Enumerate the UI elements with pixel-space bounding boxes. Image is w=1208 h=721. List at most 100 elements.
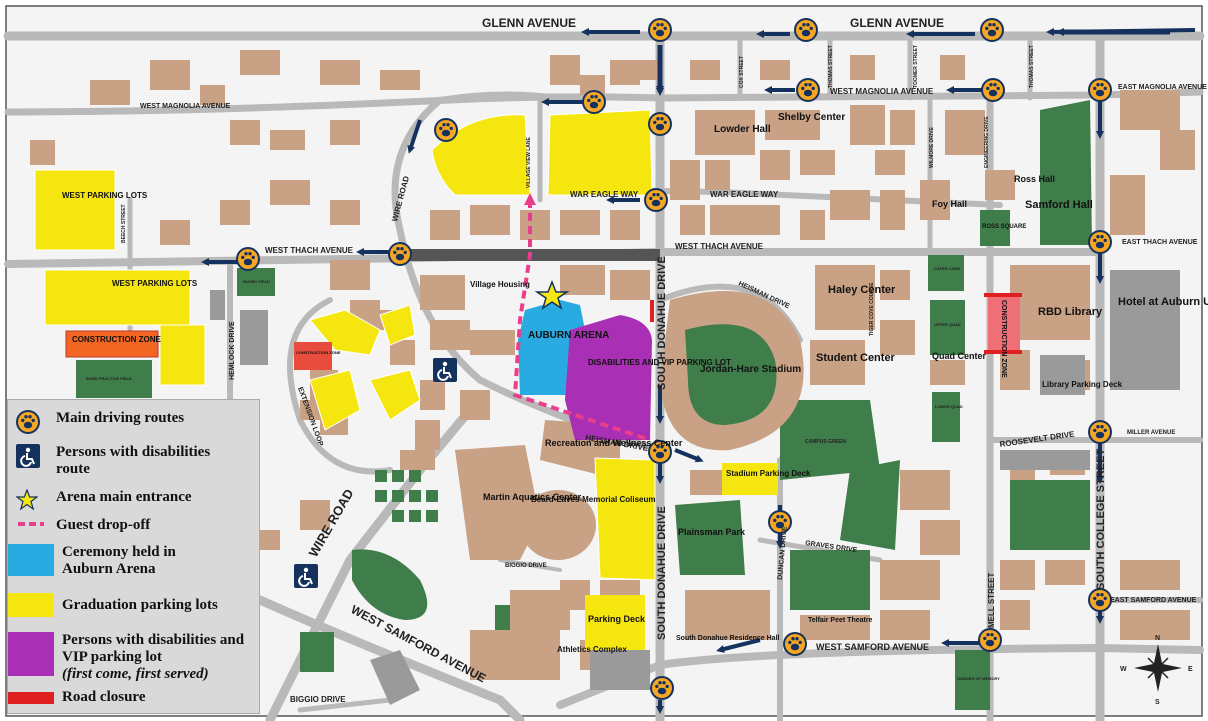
road-closures xyxy=(650,293,1022,354)
label-cox-street: COX STREET xyxy=(739,56,745,88)
label-stadium-parking: Stadium Parking Deck xyxy=(726,469,811,478)
label-garden-memory: GARDEN OF MEMORY xyxy=(957,676,1000,681)
vip-swatch xyxy=(8,632,54,676)
label-beard-eaves: Beard-Eaves-Memorial Coliseum xyxy=(531,495,656,504)
label-haley-center: Haley Center xyxy=(828,284,896,296)
label-duncan-drive: DUNCAN DRIVE xyxy=(777,526,789,580)
guest-dropoff-route xyxy=(512,200,651,442)
vip-parking-lot-shape xyxy=(565,315,652,440)
construction-zone-left xyxy=(65,330,159,358)
label-west-parking-lower: WEST PARKING LOTS xyxy=(112,279,198,288)
label-ross-square: ROSS SQUARE xyxy=(982,224,1026,230)
label-rbd-library: RBD Library xyxy=(1038,306,1103,318)
legend-label-entrance: Arena main entrance xyxy=(56,489,192,505)
legend-item-ceremony: Ceremony held in Auburn Arena xyxy=(8,544,222,578)
label-mell-street: MELL STREET xyxy=(987,572,996,628)
label-jordan-hare: Jordan-Hare Stadium xyxy=(700,364,801,375)
legend-item-closure: Road closure xyxy=(8,689,145,706)
label-biggio-drive: BIGGIO DRIVE xyxy=(290,695,346,704)
label-quad-center: Quad Center xyxy=(932,351,987,361)
label-hemlock-drive: HEMLOCK DRIVE xyxy=(229,321,236,380)
label-tiger-cove: TIGER COVE COURSE xyxy=(869,282,875,336)
graduation-parking-lots xyxy=(34,109,656,581)
label-east-samford: EAST SAMFORD AVENUE xyxy=(1110,597,1197,604)
legend-item-disabilities: Persons with disabilities route xyxy=(16,444,236,478)
compass-e: E xyxy=(1188,666,1193,673)
label-thomas-street-left: THOMAS STREET xyxy=(828,45,834,88)
grey-structures xyxy=(210,270,1180,705)
label-miller-avenue: MILLER AVENUE xyxy=(1127,430,1175,436)
label-vip-lot: DISABILITIES AND VIP PARKING LOT xyxy=(588,358,731,367)
legend-item-graduation: Graduation parking lots xyxy=(8,593,218,617)
stadium-parking-box xyxy=(722,463,778,495)
label-wilmore-drive: WILMORE DRIVE xyxy=(929,127,935,168)
label-athletics-complex: Athletics Complex xyxy=(557,645,627,654)
dashed-line-icon xyxy=(18,522,44,526)
label-east-thach: EAST THACH AVENUE xyxy=(1122,239,1198,246)
label-ross-hall: Ross Hall xyxy=(1014,174,1055,184)
legend-item-driving: Main driving routes xyxy=(16,410,185,434)
legend-label-dropoff: Guest drop-off xyxy=(56,517,151,533)
compass-n: N xyxy=(1155,635,1160,642)
label-engineering-drive: ENGINEERING DRIVE xyxy=(984,116,990,168)
label-rugby-field: RUGBY FIELD xyxy=(243,279,270,284)
construction-zone-small xyxy=(294,342,332,370)
label-shelby-center: Shelby Center xyxy=(778,112,845,123)
ceremony-swatch xyxy=(8,544,54,576)
label-magnolia-center: WEST MAGNOLIA AVENUE xyxy=(830,87,934,96)
compass-s: S xyxy=(1155,699,1160,706)
label-lowder-hall: Lowder Hall xyxy=(714,124,771,135)
label-glenn-east: GLENN AVENUE xyxy=(850,16,944,30)
legend-item-dropoff: Guest drop-off xyxy=(16,517,150,534)
closure-swatch xyxy=(8,692,54,704)
label-west-thach-left: WEST THACH AVENUE xyxy=(265,246,354,255)
compass-w: W xyxy=(1120,666,1127,673)
label-hotel: Hotel at Auburn University xyxy=(1118,296,1208,308)
compass-rose xyxy=(1134,644,1182,692)
legend-label-graduation: Graduation parking lots xyxy=(62,597,218,613)
label-south-donahue-lower: SOUTH DONAHUE DRIVE xyxy=(656,506,668,640)
label-south-donahue-upper: SOUTH DONAHUE DRIVE xyxy=(656,256,668,390)
parking-deck-box xyxy=(585,595,645,650)
wheelchair-icon xyxy=(16,444,40,468)
jordan-hare-stadium xyxy=(660,291,804,451)
label-student-center: Student Center xyxy=(816,352,896,364)
label-library-parking: Library Parking Deck xyxy=(1042,380,1123,389)
legend-label-vip-note: (first come, first served) xyxy=(62,666,209,682)
legend-item-entrance: Arena main entrance xyxy=(16,489,192,511)
label-west-magnolia: WEST MAGNOLIA AVENUE xyxy=(140,103,231,110)
label-east-magnolia: EAST MAGNOLIA AVENUE xyxy=(1118,84,1207,91)
paw-icon xyxy=(16,410,40,434)
label-parking-deck: Parking Deck xyxy=(588,614,646,624)
label-campus-green: CAMPUS GREEN xyxy=(805,439,846,445)
label-south-college: SOUTH COLLEGE STREET xyxy=(1095,449,1107,590)
label-construction-small: CONSTRUCTION ZONE xyxy=(296,350,341,355)
label-martin-aquatics: Martin Aquatics Center xyxy=(483,492,582,502)
dropoff-arrowhead xyxy=(524,193,536,205)
legend-label-driving: Main driving routes xyxy=(56,410,185,426)
label-beech-street: BEECH STREET xyxy=(121,204,127,243)
label-upper-quad: UPPER QUAD xyxy=(934,322,961,327)
legend-label-ceremony: Ceremony held in Auburn Arena xyxy=(62,544,176,577)
closed-road-band xyxy=(410,249,660,261)
campus-buildings xyxy=(30,50,1195,680)
label-foy-hall: Foy Hall xyxy=(932,199,967,209)
label-village-housing: Village Housing xyxy=(470,280,530,289)
label-village-view-lane: VILLAGE VIEW LANE xyxy=(526,137,532,189)
label-auburn-arena: AUBURN ARENA xyxy=(528,330,609,341)
label-south-donahue-res: South Donahue Residence Hall xyxy=(676,635,780,642)
label-band-practice: BAND PRACTICE FIELD xyxy=(86,376,132,381)
label-biggio-small: BIGGIO DRIVE xyxy=(505,563,547,569)
label-thomas-street-right: THOMAS STREET xyxy=(1029,45,1035,88)
label-west-thach-center: WEST THACH AVENUE xyxy=(675,242,764,251)
star-icon xyxy=(16,489,38,511)
label-glenn-west: GLENN AVENUE xyxy=(482,16,576,30)
graduation-swatch xyxy=(8,593,54,617)
label-west-parking-upper: WEST PARKING LOTS xyxy=(62,191,148,200)
label-telfair-peet: Telfair Peet Theatre xyxy=(808,617,873,624)
label-lower-quad: LOWER QUAD xyxy=(935,404,963,409)
map-legend: Main driving routes Persons with disabil… xyxy=(7,399,260,714)
label-plainsman-park: Plainsman Park xyxy=(678,527,746,537)
